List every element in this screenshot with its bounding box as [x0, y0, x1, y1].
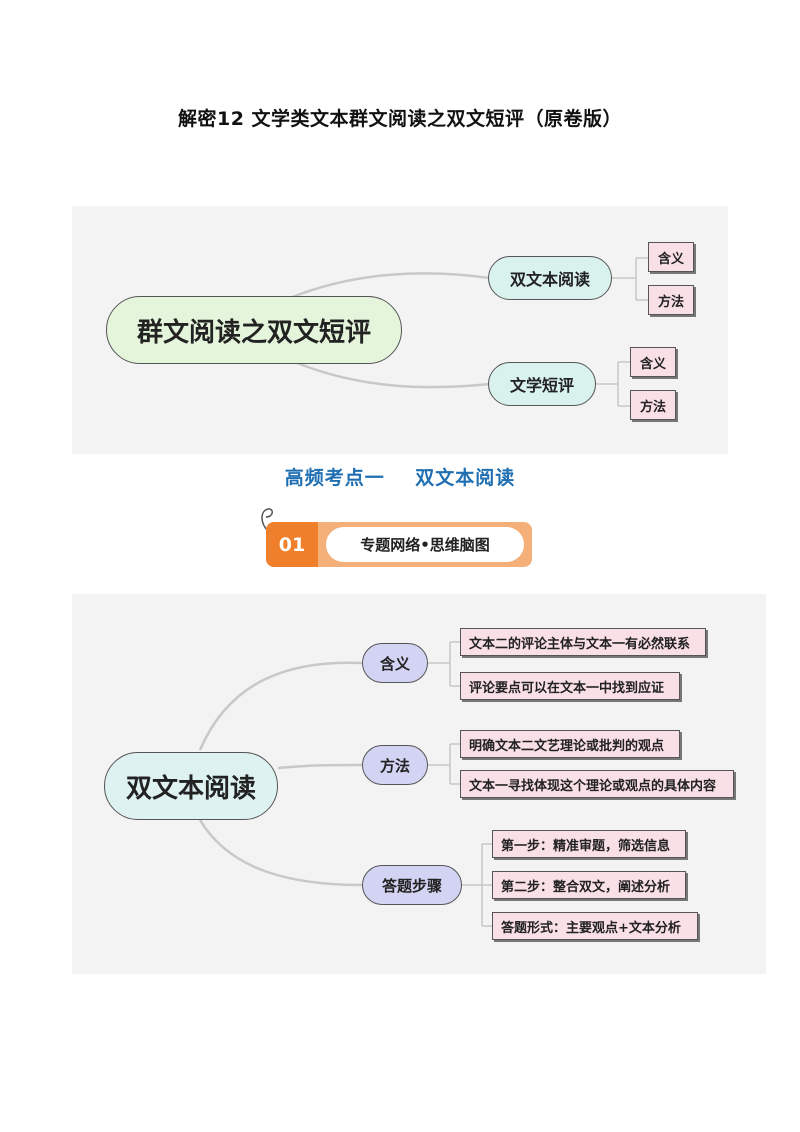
mindmap-leaf: 第二步：整合双文，阐述分析: [492, 871, 686, 899]
mindmap-leaf: 答题形式：主要观点+文本分析: [492, 912, 698, 940]
mindmap-leaf: 文本二的评论主体与文本一有必然联系: [460, 628, 706, 656]
mindmap-branch-dual-text: 双文本阅读: [488, 256, 612, 300]
mindmap-branch-literary-review: 文学短评: [488, 362, 596, 406]
mindmap-branch-meaning: 含义: [362, 643, 428, 683]
mindmap-leaf: 含义: [648, 242, 694, 272]
curl-decoration-icon: [261, 508, 273, 532]
mindmap-leaf: 文本一寻找体现这个理论或观点的具体内容: [460, 770, 734, 798]
mindmap-leaf: 评论要点可以在文本一中找到应证: [460, 672, 680, 700]
mindmap-leaf: 方法: [648, 285, 694, 315]
page-title: 解密12 文学类文本群文阅读之双文短评（原卷版）: [177, 108, 623, 130]
mindmap-root: 群文阅读之双文短评: [106, 296, 402, 364]
mindmap-leaf: 第一步：精准审题，筛选信息: [492, 830, 686, 858]
section-heading: 高频考点一 双文本阅读: [284, 467, 516, 489]
section-banner: 01 专题网络•思维脑图: [266, 522, 532, 567]
mindmap-root: 双文本阅读: [104, 752, 278, 820]
mindmap-branch-answer-steps: 答题步骤: [362, 865, 462, 905]
banner-label: 专题网络•思维脑图: [326, 527, 524, 562]
banner-number: 01: [266, 522, 318, 567]
mindmap-leaf: 明确文本二文艺理论或批判的观点: [460, 730, 680, 758]
mindmap-leaf: 含义: [630, 347, 676, 377]
mindmap-branch-method: 方法: [362, 745, 428, 785]
mindmap-leaf: 方法: [630, 390, 676, 420]
